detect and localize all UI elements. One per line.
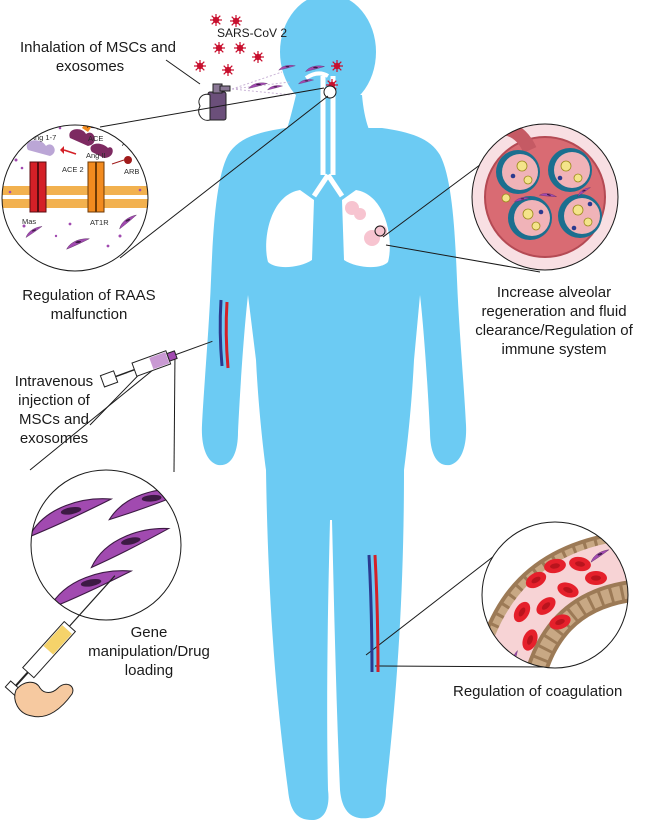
raas-ang2: Ang II: [86, 151, 106, 160]
msc-panel: [30, 469, 182, 621]
sars-cov-2-particles: [193, 13, 344, 99]
label-coagulation: Regulation of coagulation: [453, 683, 623, 700]
label-alveolar-line1: Increase alveolar: [496, 284, 612, 301]
raas-ang17: Ang 1-7: [30, 133, 56, 142]
raas-ace-i: ACE I: [122, 139, 142, 148]
inhaler-spray: [198, 71, 293, 121]
coagulation-panel: [481, 521, 629, 669]
raas-arb: ARB: [124, 167, 139, 176]
raas-ang1: Ang I: [87, 121, 105, 130]
gene-loading-syringe: [4, 575, 116, 718]
label-raas-line2: malfunction: [50, 306, 128, 323]
lungs: [266, 71, 390, 268]
label-gene-line1: Gene: [130, 624, 168, 641]
raas-panel: Ang I ACE ACE I Ang II Ang 1-7 ACE 2 ARB…: [1, 121, 149, 272]
label-inhalation-line1: Inhalation of MSCs and: [20, 39, 176, 56]
label-alveolar-line4: immune system: [501, 341, 607, 358]
iv-syringe: [99, 340, 213, 388]
label-iv-line1: Intravenous: [14, 373, 94, 390]
label-iv-line2: injection of: [18, 392, 90, 409]
alveoli-panel: [471, 123, 619, 271]
raas-ace: ACE: [88, 134, 103, 143]
raas-mas: Mas: [22, 217, 36, 226]
label-gene-manipulation: Gene manipulation/Drug loading: [79, 623, 219, 680]
raas-at1r: AT1R: [90, 218, 109, 227]
label-inhalation-line2: exosomes: [55, 58, 125, 75]
arm-vessels: [218, 299, 230, 369]
label-alveolar-line2: regeneration and fluid: [481, 303, 627, 320]
label-alveolar-line3: clearance/Regulation of: [475, 322, 633, 339]
label-iv-injection: Intravenous injection of MSCs and exosom…: [4, 372, 104, 448]
label-gene-line2: manipulation/Drug: [88, 643, 210, 660]
label-iv-line3: MSCs and: [18, 411, 90, 428]
label-inhalation: Inhalation of MSCs and exosomes: [20, 38, 226, 76]
label-raas-line1: Regulation of RAAS: [22, 287, 156, 304]
label-virus: SARS-CoV 2: [217, 26, 288, 40]
label-raas: Regulation of RAAS malfunction: [8, 286, 170, 324]
label-iv-line4: exosomes: [19, 430, 89, 447]
label-alveolar: Increase alveolar regeneration and fluid…: [461, 283, 647, 359]
label-gene-line3: loading: [124, 662, 174, 679]
raas-ace2: ACE 2: [62, 165, 84, 174]
leg-vessels: [367, 554, 380, 673]
